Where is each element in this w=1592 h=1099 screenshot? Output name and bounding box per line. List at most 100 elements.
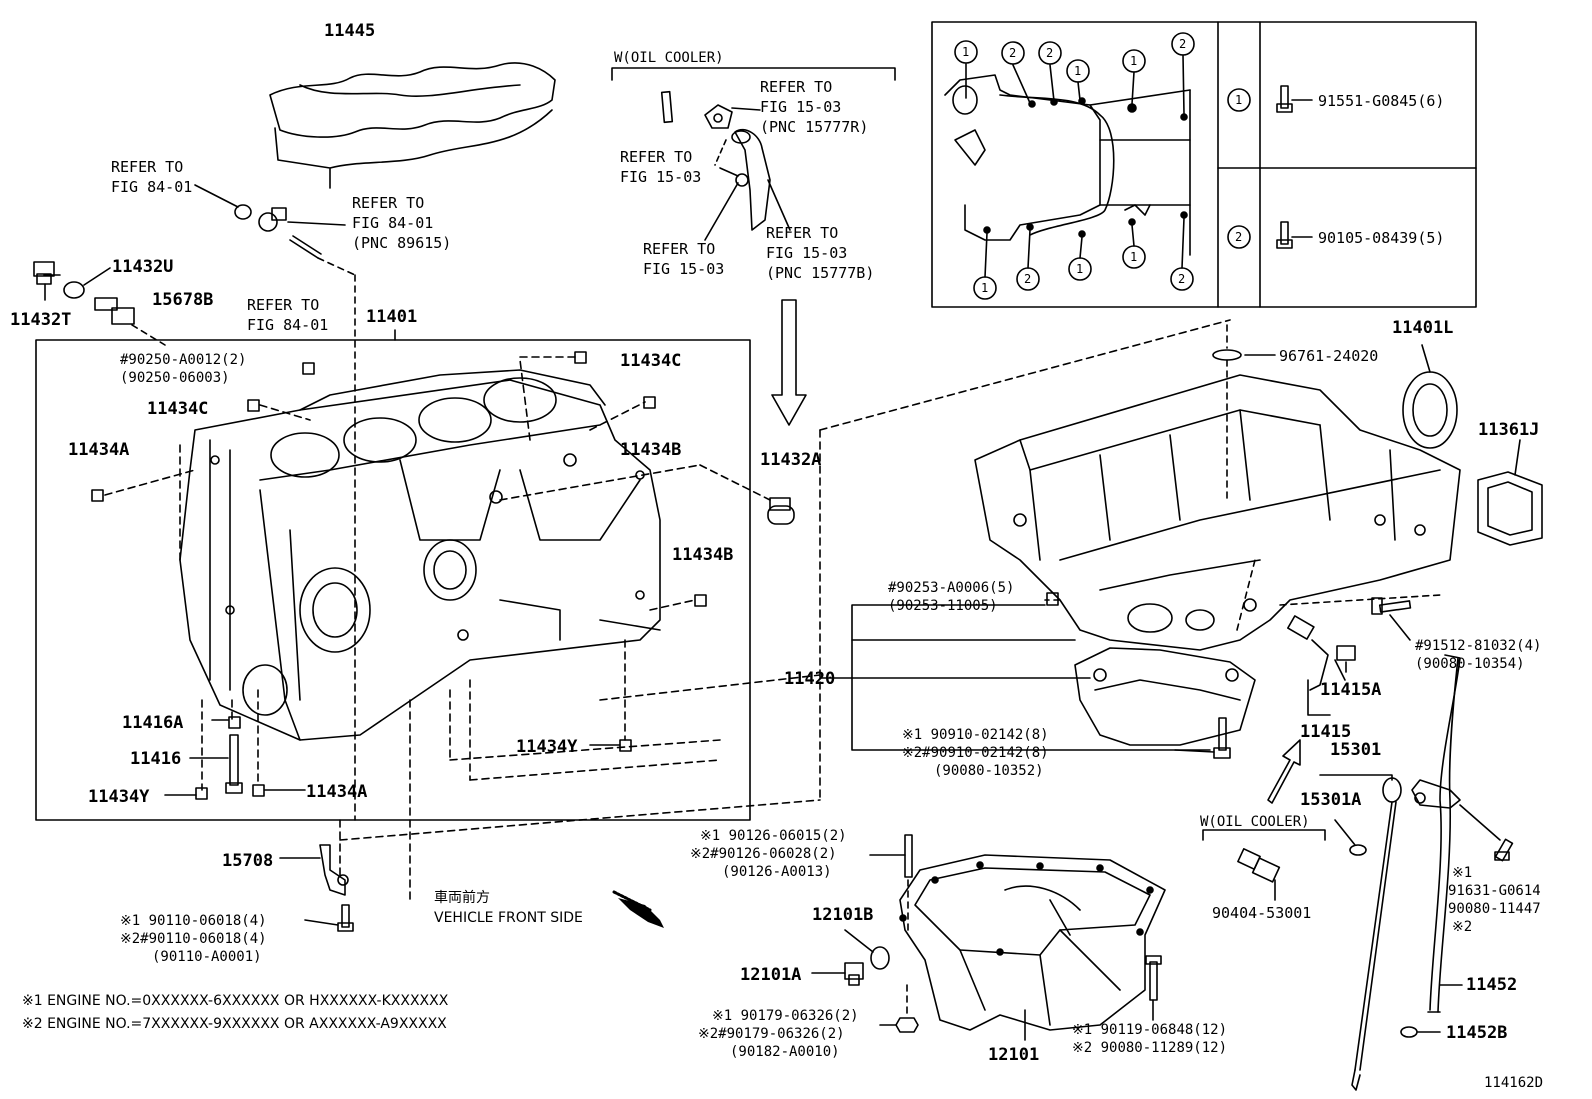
oil-cooler-group-b (1202, 829, 1326, 901)
o-ring-96761 (1212, 324, 1276, 501)
bolt-90119 (1145, 955, 1162, 1021)
label-11416: 11416 (130, 749, 181, 769)
refer-15a-l3: (PNC 15777R) (760, 118, 868, 136)
note-90910-l1: ※1 90910-02142(8) (902, 727, 1049, 743)
note-90110-l2: ※2#90110-06018(4) (120, 931, 267, 947)
text-layer: 11445 REFER TO FIG 84-01 REFER TO FIG 84… (10, 21, 1543, 1091)
refer-84b-l1: REFER TO (352, 194, 424, 212)
vehicle-front-jp: 車両前方 (434, 889, 490, 906)
table-circle-2: 2 (1235, 230, 1242, 244)
note-90126-l3: (90126-A0013) (722, 864, 832, 880)
note-90253-l2: (90253-11005) (888, 598, 998, 614)
note-90179-l3: (90182-A0010) (730, 1044, 840, 1060)
refer-84-parts (194, 184, 356, 421)
oil-cooler-label-b: W(OIL COOLER) (1200, 814, 1310, 830)
inset-circle-markers (954, 32, 1195, 300)
note-91512-l1: #91512-81032(4) (1415, 638, 1541, 654)
refer-15d-l1: REFER TO (766, 224, 838, 242)
refer-84a-l2: FIG 84-01 (111, 178, 192, 196)
refer-15b-l1: REFER TO (620, 148, 692, 166)
bolt-90910 (1174, 717, 1231, 759)
note-90179-l2: ※2#90179-06326(2) (698, 1026, 845, 1042)
dipstick-15301 (1319, 774, 1402, 1091)
inset-circle: 1 (1130, 250, 1137, 264)
refer-84b-l2: FIG 84-01 (352, 214, 433, 232)
note-90910-l2: ※2#90910-02142(8) (902, 745, 1049, 761)
refer-84c-l1: REFER TO (247, 296, 319, 314)
inset-circle: 2 (1178, 272, 1185, 286)
union-15678B (94, 297, 166, 346)
note-90119-l1: ※1 90119-06848(12) (1072, 1022, 1227, 1038)
label-15301: 15301 (1330, 740, 1381, 760)
left-solid-leaders (43, 274, 621, 796)
plug-11432A (767, 497, 795, 525)
label-11434B-b: 11434B (672, 545, 733, 565)
inset-circle: 1 (962, 45, 969, 59)
label-11452: 11452 (1466, 975, 1517, 995)
label-11434Y-a: 11434Y (516, 737, 578, 757)
refer-15b-l2: FIG 15-03 (620, 168, 701, 186)
label-11434B-a: 11434B (620, 440, 681, 460)
label-11415A: 11415A (1320, 680, 1381, 700)
label-11432T: 11432T (10, 310, 71, 330)
bolt-91512 (1371, 597, 1412, 641)
table-circle-1: 1 (1235, 93, 1242, 107)
oil-cooler-group-a (611, 67, 896, 426)
label-11434Y-b: 11434Y (88, 787, 150, 807)
label-11401: 11401 (366, 307, 417, 327)
engine-note-1: ※1 ENGINE NO.=0XXXXXX-6XXXXXX OR HXXXXXX… (22, 993, 449, 1009)
bolt-91631 (1459, 804, 1514, 862)
label-12101B: 12101B (812, 905, 873, 925)
vehicle-front-en: VEHICLE FRONT SIDE (434, 910, 583, 926)
stiffening-crankcase-11420 (974, 374, 1461, 746)
note-90119-l2: ※2 90080-11289(12) (1072, 1040, 1227, 1056)
label-11434A-b: 11434A (306, 782, 367, 802)
label-11434C-b: 11434C (620, 351, 681, 371)
plug-11432T (33, 261, 55, 301)
cylinder-block-11401 (179, 369, 661, 741)
label-11452B: 11452B (1446, 1023, 1507, 1043)
label-90404: 90404-53001 (1212, 904, 1311, 922)
refer-15c-l1: REFER TO (643, 240, 715, 258)
label-11415: 11415 (1300, 722, 1351, 742)
note-90253-l1: #90253-A0006(5) (888, 580, 1014, 596)
inset-circle: 1 (1130, 54, 1137, 68)
bracket-15708 (279, 844, 349, 896)
note-90126-l1: ※1 90126-06015(2) (700, 828, 847, 844)
oil-pan-12101 (899, 854, 1166, 1041)
bolt-inset-drawing (944, 54, 1191, 278)
block-leaders (104, 319, 1231, 901)
label-96761: 96761-24020 (1279, 347, 1378, 365)
note-90126-l2: ※2#90126-06028(2) (690, 846, 837, 862)
refer-15a-l2: FIG 15-03 (760, 98, 841, 116)
up-arrow (1267, 739, 1301, 804)
gasket-11432U (63, 267, 111, 299)
drain-plug-12101A-12101B (811, 929, 890, 986)
note-90179-l1: ※1 90179-06326(2) (712, 1008, 859, 1024)
table-part-2: 90105-08439(5) (1318, 229, 1444, 247)
label-11401L: 11401L (1392, 318, 1453, 338)
label-11434C-a: 11434C (147, 399, 208, 419)
note-90110-l1: ※1 90110-06018(4) (120, 913, 267, 929)
plate-11361J (1477, 439, 1543, 546)
refer-84c-l2: FIG 84-01 (247, 316, 328, 334)
inset-circle: 2 (1046, 46, 1053, 60)
refer-15c-l2: FIG 15-03 (643, 260, 724, 278)
note-90250-l2: (90250-06003) (120, 370, 230, 386)
label-15708: 15708 (222, 851, 273, 871)
engine-note-2: ※2 ENGINE NO.=7XXXXXX-9XXXXXX OR AXXXXXX… (22, 1016, 447, 1032)
refer-15d-l2: FIG 15-03 (766, 244, 847, 262)
oil-pump-union-11415 (1287, 615, 1356, 716)
refer-84b-l3: (PNC 89615) (352, 234, 451, 252)
label-11416A: 11416A (122, 713, 183, 733)
note-90910-l3: (90080-10352) (934, 763, 1044, 779)
inset-circle: 1 (1074, 64, 1081, 78)
label-15678B: 15678B (152, 290, 213, 310)
label-11445: 11445 (324, 21, 375, 41)
label-12101: 12101 (988, 1045, 1039, 1065)
cylinder-block-frame (35, 339, 751, 821)
table-part-1: 91551-G0845(6) (1318, 92, 1444, 110)
inset-circle: 2 (1009, 46, 1016, 60)
refer-84a-l1: REFER TO (111, 158, 183, 176)
